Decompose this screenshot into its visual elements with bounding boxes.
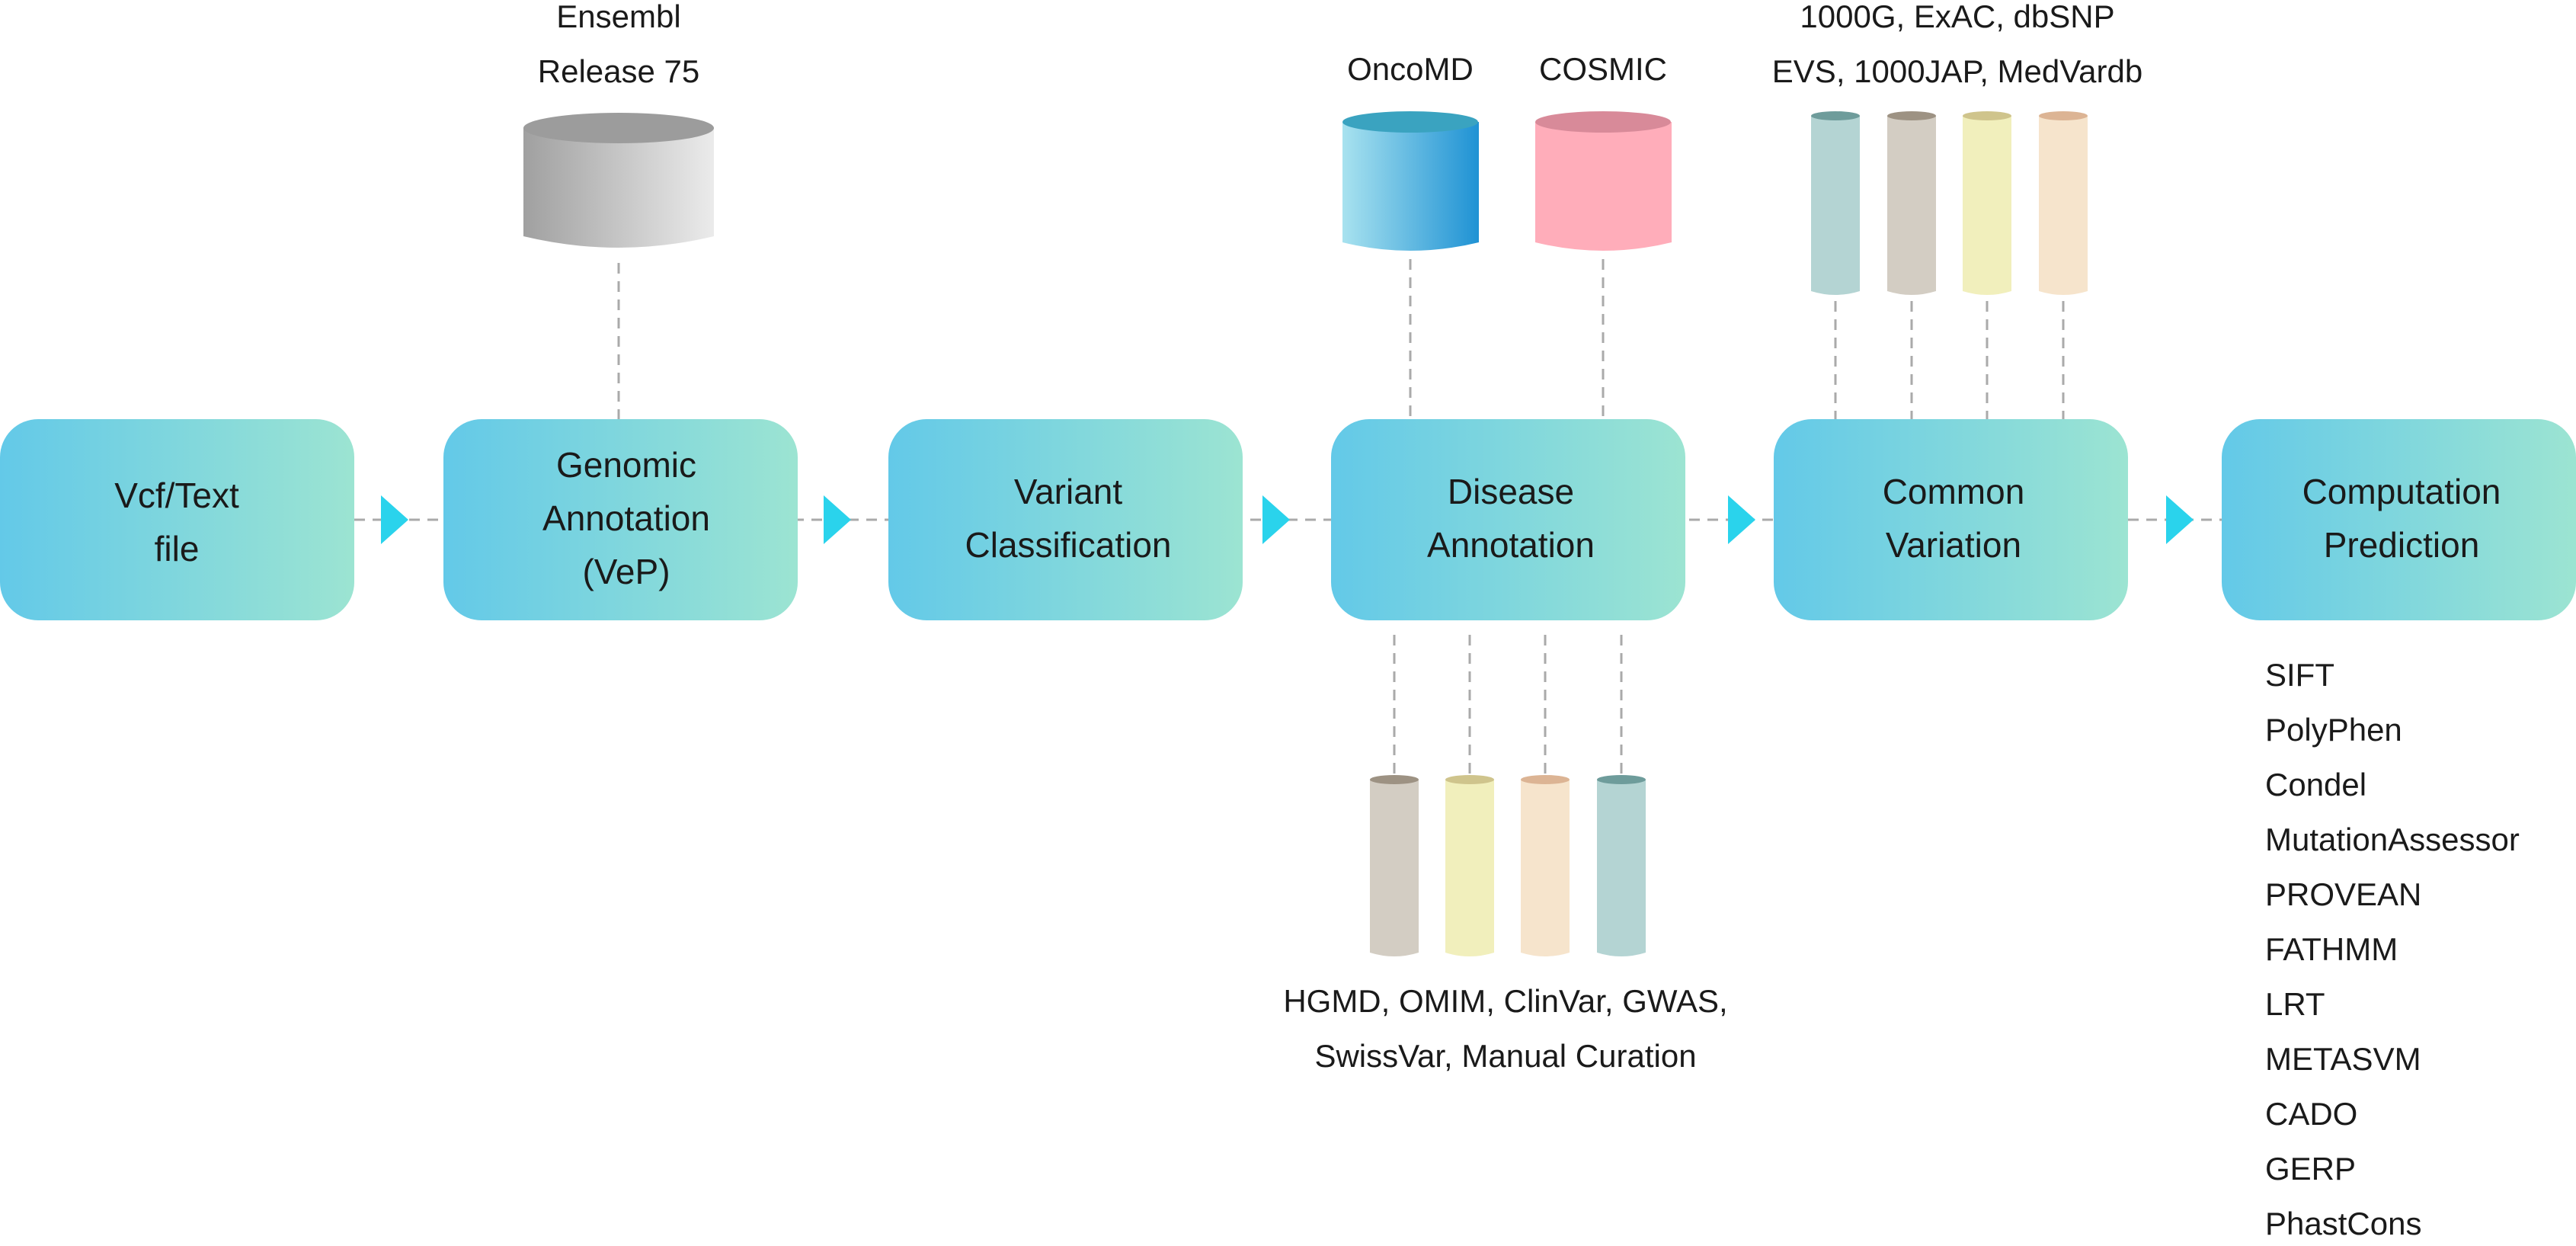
stage-label-line: Computation [2302, 472, 2501, 511]
database-tube-icon [1521, 775, 1570, 956]
disease-db-label-line: SwissVar, Manual Curation [1314, 1038, 1696, 1074]
ensembl-label-line: Ensembl [556, 0, 680, 34]
tool-item: CADO [2265, 1096, 2357, 1132]
tool-item: PROVEAN [2265, 876, 2421, 912]
database-cylinder-top [523, 113, 714, 143]
stage-label-line: Vcf/Text [114, 476, 239, 515]
stage-box [1774, 419, 2128, 620]
stage-genomic-annotation: Genomic Annotation (VeP) [443, 419, 798, 620]
stage-variant-classification: Variant Classification [888, 419, 1243, 620]
stage-box [2222, 419, 2576, 620]
population-label-line: 1000G, ExAC, dbSNP [1800, 0, 2114, 34]
population-label-line: EVS, 1000JAP, MedVardb [1772, 53, 2142, 89]
stage-label-line: Genomic [556, 445, 696, 485]
ensembl-database: Ensembl Release 75 [523, 0, 714, 248]
stage-label-line: Prediction [2324, 525, 2480, 565]
stage-label-line: Variation [1886, 525, 2021, 565]
stage-box [888, 419, 1243, 620]
arrow-right-icon [2166, 495, 2194, 544]
database-cylinder-icon [1535, 122, 1672, 251]
stage-disease-annotation: Disease Annotation [1331, 419, 1685, 620]
stage-computation-prediction: Computation Prediction [2222, 419, 2576, 620]
stage-label-line: Annotation [1427, 525, 1595, 565]
stage-label-line: Common [1883, 472, 2025, 511]
database-tube-icon [1370, 775, 1419, 956]
tool-item: GERP [2265, 1151, 2356, 1187]
disease-db-label-line: HGMD, OMIM, ClinVar, GWAS, [1283, 983, 1727, 1019]
disease-databases: HGMD, OMIM, ClinVar, GWAS, SwissVar, Man… [1283, 775, 1728, 1074]
stage-box [1331, 419, 1685, 620]
stage-box [443, 419, 798, 620]
database-cylinder-icon [523, 128, 714, 248]
ensembl-label-line: Release 75 [538, 53, 699, 89]
database-tube-icon [1811, 111, 1860, 295]
stage-label-line: (VeP) [582, 552, 670, 591]
stage-common-variation: Common Variation [1774, 419, 2128, 620]
stage-label-line: Classification [965, 525, 1172, 565]
cosmic-label: COSMIC [1539, 51, 1667, 87]
population-databases: 1000G, ExAC, dbSNP EVS, 1000JAP, MedVard… [1772, 0, 2142, 295]
stage-label-line: Disease [1448, 472, 1574, 511]
oncomd-label: OncoMD [1347, 51, 1474, 87]
stage-boxes: Vcf/Text file Genomic Annotation (VeP) V… [0, 419, 2576, 620]
prediction-tools-list: SIFT PolyPhen Condel MutationAssessor PR… [2265, 657, 2520, 1241]
arrow-right-icon [381, 495, 408, 544]
tool-item: FATHMM [2265, 931, 2398, 967]
database-tube-icon [1887, 111, 1936, 295]
stage-label-line: Variant [1014, 472, 1123, 511]
tool-item: SIFT [2265, 657, 2334, 693]
tool-item: METASVM [2265, 1041, 2421, 1077]
arrow-right-icon [1728, 495, 1755, 544]
database-cylinder-top [1342, 111, 1478, 133]
database-cylinder-top [1535, 111, 1671, 133]
stage-box [0, 419, 354, 620]
cosmic-database: COSMIC [1535, 51, 1672, 251]
tool-item: LRT [2265, 986, 2325, 1022]
database-tube-icon [2039, 111, 2088, 295]
database-cylinder-icon [1342, 122, 1479, 251]
arrow-right-icon [1262, 495, 1290, 544]
arrow-right-icon [824, 495, 851, 544]
stage-vcf: Vcf/Text file [0, 419, 354, 620]
tool-item: MutationAssessor [2265, 822, 2520, 857]
database-tube-icon [1963, 111, 2011, 295]
tool-item: PolyPhen [2265, 712, 2402, 748]
oncomd-database: OncoMD [1342, 51, 1479, 251]
database-tube-icon [1445, 775, 1494, 956]
flow-arrows [381, 495, 2194, 544]
tool-item: Condel [2265, 767, 2366, 802]
stage-label-line: file [155, 529, 200, 569]
tool-item: PhastCons [2265, 1206, 2421, 1241]
database-tube-icon [1597, 775, 1646, 956]
stage-label-line: Annotation [542, 498, 710, 538]
